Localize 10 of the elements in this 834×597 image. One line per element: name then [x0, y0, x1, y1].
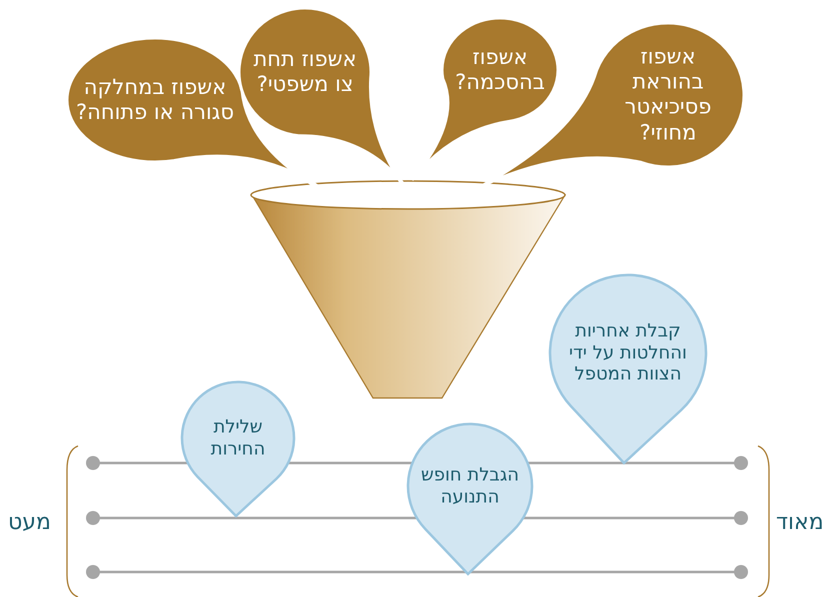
bubble-text: אשפוז בהסכמה? [454, 44, 546, 96]
bubble-text: אשפוז בהוראת פסיכיאטר מחוזי? [624, 44, 712, 146]
map-pin-marker [178, 378, 298, 520]
map-pin-marker [546, 271, 710, 467]
bubble-text: הגבלת חופש התנועה [420, 464, 520, 508]
map-pin-marker [404, 420, 536, 578]
bubble-text: קבלת אחריות והחלטות על ידי הצוות המטפל [568, 320, 688, 386]
scale-label: מעט [8, 509, 51, 537]
scale-label: מאוד [776, 509, 824, 537]
bubble-text: שלילת החירות [210, 416, 266, 460]
